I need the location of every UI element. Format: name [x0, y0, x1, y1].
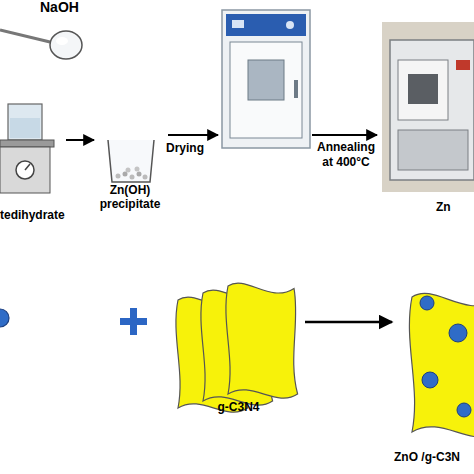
furnace-body — [390, 40, 474, 180]
drying-oven — [222, 10, 310, 148]
dial-pointer — [25, 164, 30, 170]
node-label: Zn(OH) precipitate — [94, 183, 166, 211]
process-arrow — [168, 134, 218, 136]
zno-particle — [422, 372, 438, 388]
beaker-glass — [108, 140, 154, 182]
oven-control-panel — [226, 14, 306, 36]
funnel-highlight — [56, 37, 68, 45]
process-step: Zn(OH) precipitate — [94, 125, 166, 220]
oven-door — [230, 42, 302, 138]
precipitate-grain — [143, 175, 148, 180]
nanosheet — [226, 283, 298, 398]
control-dial — [16, 161, 34, 179]
furnace-door — [398, 60, 448, 120]
node-label: tedihydrate — [0, 208, 66, 222]
hot-plate-stirrer — [0, 104, 54, 193]
solution — [10, 118, 40, 138]
funnel-stem — [0, 30, 50, 42]
zno-particle — [449, 324, 467, 342]
hot-plate-body — [0, 147, 50, 193]
zno-particle — [0, 309, 9, 327]
node-label: ZnO /g-C3N — [394, 450, 474, 464]
zno-particle — [420, 296, 434, 310]
process-step: tedihydrate — [0, 100, 66, 225]
process-arrow — [66, 139, 94, 141]
precipitate-grain — [135, 167, 140, 172]
process-arrow — [305, 321, 392, 324]
process-arrow — [312, 134, 377, 136]
precipitate-grain — [116, 174, 121, 179]
node-label: Zn — [436, 200, 472, 214]
precipitate-grain — [126, 168, 131, 173]
hot-plate-top — [0, 140, 54, 147]
oven-window — [248, 60, 284, 100]
furnace-controller — [398, 130, 468, 170]
material-item: ZnO /g-C3N — [392, 272, 474, 467]
oven-handle — [294, 80, 298, 98]
precipitate-grain — [123, 172, 128, 177]
plus-bar — [130, 308, 137, 335]
nanosheet — [409, 293, 474, 437]
furnace-indicator — [456, 60, 470, 70]
zno-particle — [457, 403, 471, 417]
precipitate-grain — [130, 175, 135, 180]
furnace-chamber — [408, 74, 438, 104]
step-label: Drying — [166, 141, 222, 156]
composite-sheet — [409, 293, 474, 437]
funnel-bulb — [50, 31, 82, 59]
furnace-background — [382, 22, 474, 192]
reagent-label: NaOH — [40, 0, 100, 15]
oven-body — [222, 10, 310, 148]
g-c3n4-sheets — [176, 283, 298, 412]
plus-sign — [120, 308, 147, 335]
oven-knob — [286, 21, 294, 29]
node-label: g-C3N4 — [172, 400, 305, 414]
process-step: Zn — [380, 20, 474, 220]
precipitate-grain — [137, 172, 142, 177]
material-item: g-C3N4 — [172, 265, 305, 415]
muffle-furnace — [382, 22, 474, 192]
precipitate-beaker — [108, 140, 154, 182]
dropping-funnel — [0, 30, 82, 59]
reaction-beaker — [8, 104, 42, 140]
oven-display — [232, 20, 244, 28]
step-label: Annealing at 400°C — [314, 140, 378, 170]
